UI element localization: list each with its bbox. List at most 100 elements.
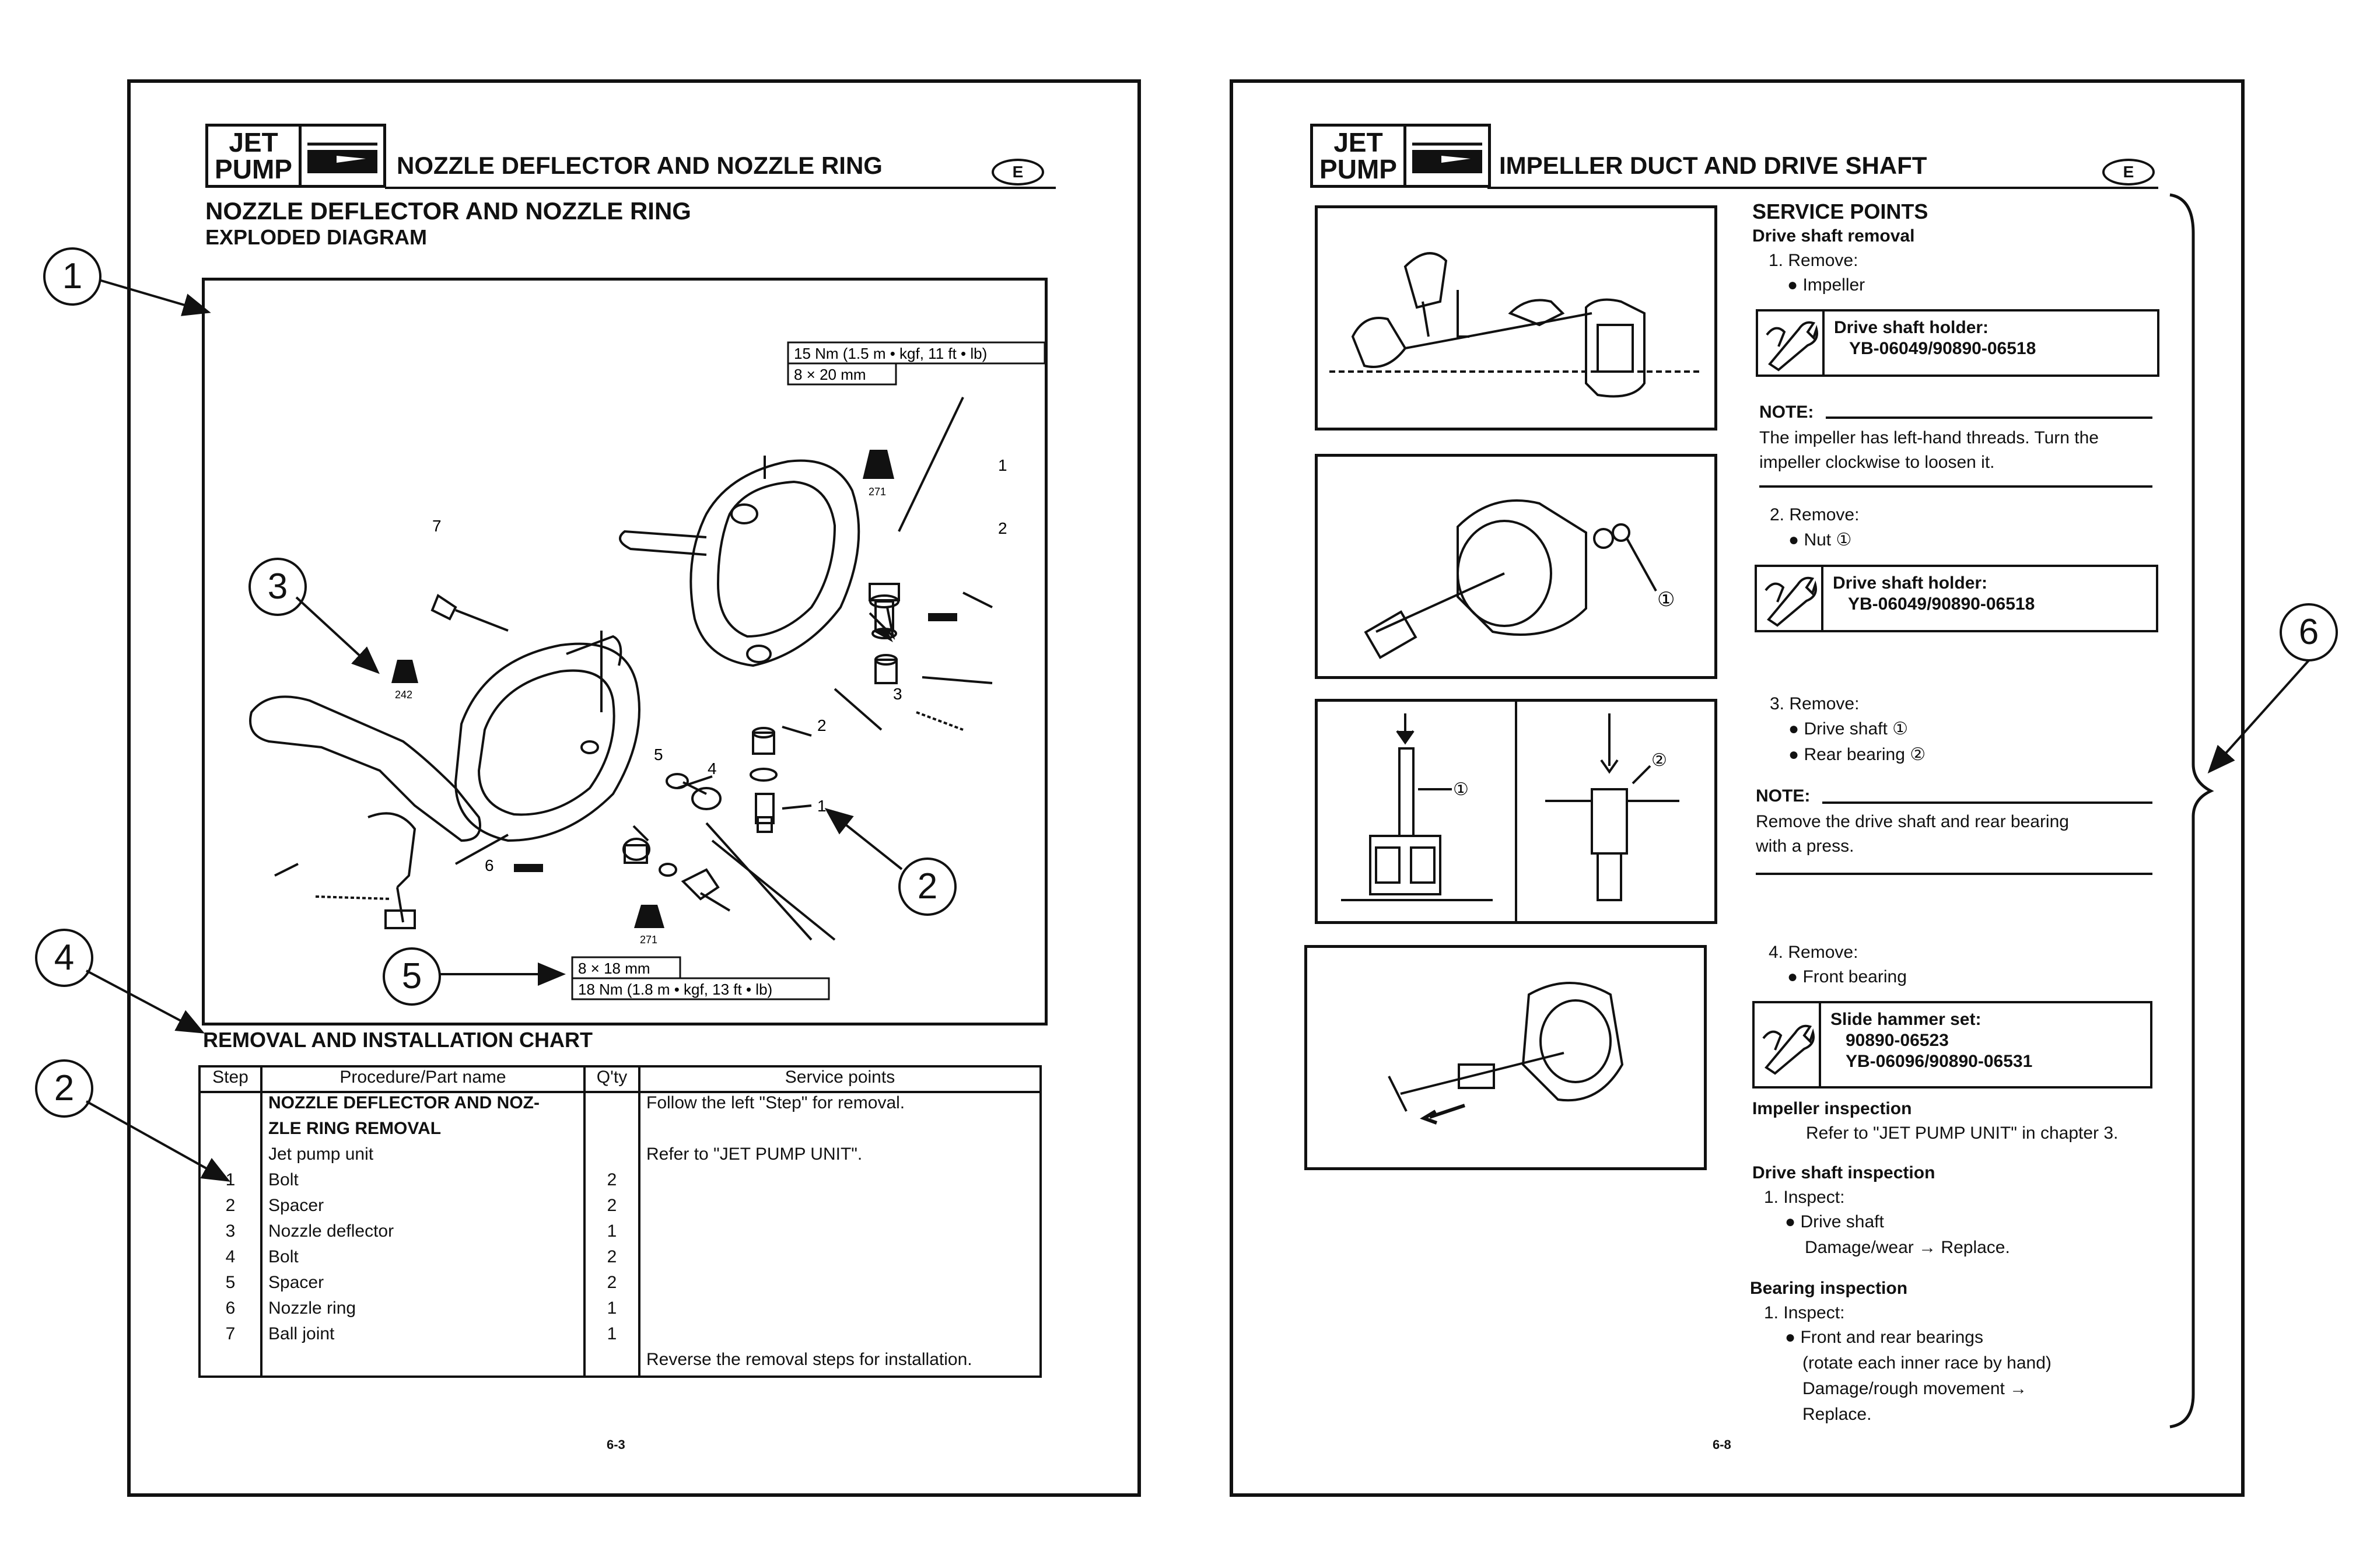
table-row: Jet pump unit Refer to "JET PUMP UNIT". [198,1144,1042,1170]
ds-inspect: 1. Inspect: [1764,1188,1845,1207]
tool3-pn1: 90890-06523 [1846,1031,1949,1050]
note1-text-1: The impeller has left-hand threads. Turn… [1759,428,2099,447]
right-header-title: IMPELLER DUCT AND DRIVE SHAFT [1499,152,1927,179]
jet-pump-icon [307,142,377,173]
drive-shaft-removal-heading: Drive shaft removal [1752,226,1915,246]
tool-box-drive-shaft-holder-1: Drive shaft holder:YB-06049/90890-06518 [1756,309,2159,377]
step1-item: ● Impeller [1787,275,1865,295]
removal-installation-chart: Step Procedure/Part name Q'ty Service po… [198,1065,1042,1378]
b-result-2: Replace. [1802,1405,1872,1424]
left-page-number: 6-3 [607,1437,625,1452]
left-subtitle: EXPLODED DIAGRAM [205,225,428,249]
exploded-diagram-drawing: 15 Nm (1.5 m • kgf, 11 ft • lb) 8 × 20 m… [249,341,1046,1000]
impeller-inspection-ref: Refer to "JET PUMP UNIT" in chapter 3. [1806,1124,2119,1143]
e-badge-left: E [992,159,1044,186]
part-number-3: 3 [893,685,902,703]
left-header-rule [385,187,1056,189]
part-number-1-mid: 1 [817,797,827,815]
note1-label: NOTE: [1759,402,1814,422]
note1-rule-top [1826,416,2152,419]
right-brace [2169,193,2214,1429]
callout-1: 1 [43,247,101,306]
tool2-name: Drive shaft holder: [1833,573,1988,593]
torque-top-2: 8 × 20 mm [794,366,866,383]
step3-text: 3. Remove: [1770,694,1860,713]
step2-text: 2. Remove: [1770,505,1860,524]
torque-bottom-1: 8 × 18 mm [578,960,650,977]
callout-2-diagram: 2 [898,858,957,916]
header-service-points: Service points [638,1065,1042,1093]
bearing-inspection-heading: Bearing inspection [1750,1279,1908,1298]
table-row: 3 Nozzle deflector 1 [198,1222,1042,1247]
tool2-pn: YB-06049/90890-06518 [1848,594,2035,614]
header-step: Step [198,1065,262,1093]
note2-rule-top [1822,802,2152,804]
table-row: 2 Spacer 2 [198,1196,1042,1222]
slide-hammer-illustration [1388,982,1624,1125]
e-badge-right: E [2102,159,2155,186]
ds-item: ● Drive shaft [1785,1212,1884,1231]
header-procedure: Procedure/Part name [260,1065,586,1093]
b-item: ● Front and rear bearings [1785,1328,1983,1347]
table-row: 5 Spacer 2 [198,1273,1042,1298]
tool3-pn2: YB-06096/90890-06531 [1846,1052,2033,1071]
step3-item-1: ● Drive shaft ① [1788,719,1909,738]
loctite-242: 242 [395,689,412,701]
loctite-271-b: 271 [640,934,657,946]
b-result-1: Damage/rough movement → [1802,1379,2028,1398]
step2-item: ● Nut ① [1788,530,1852,550]
table-row: 7 Ball joint 1 [198,1324,1042,1350]
table-row: ZLE RING REMOVAL [198,1119,1042,1144]
press-illustration: ① ② [1341,702,1679,921]
photo3-label-1: ① [1453,779,1469,800]
part-number-2-top: 2 [998,519,1007,537]
impeller-inspection-heading: Impeller inspection [1752,1099,1912,1118]
table-row: Reverse the removal steps for installati… [198,1350,1042,1378]
torque-bottom-2: 18 Nm (1.8 m • kgf, 13 ft • lb) [578,981,772,998]
table-row: 6 Nozzle ring 1 [198,1298,1042,1324]
jet-pump-icon [1412,142,1482,173]
photo3-label-2: ② [1651,750,1667,771]
tool3-name: Slide hammer set: [1830,1010,1982,1029]
photo-slide-hammer [1304,945,1707,1170]
chart-title: REMOVAL AND INSTALLATION CHART [203,1028,593,1052]
impeller-removal-illustration [1329,252,1703,398]
note2-text-2: with a press. [1756,836,1854,856]
ds-result: Damage/wear → Replace. [1805,1238,2010,1257]
photo-impeller-removal [1315,205,1717,430]
note2-text-1: Remove the drive shaft and rear bearing [1756,812,2069,831]
callout-4: 4 [35,929,93,987]
callout-5: 5 [383,947,441,1006]
table-row: 4 Bolt 2 [198,1247,1042,1273]
table-row: 1 Bolt 2 [198,1170,1042,1196]
tool-wrench-icon [1766,321,1818,372]
step4-item: ● Front bearing [1787,967,1907,986]
right-header-rule [1487,187,2158,189]
part-number-1-top: 1 [998,456,1007,474]
tool-box-drive-shaft-holder-2: Drive shaft holder:YB-06049/90890-06518 [1755,565,2158,632]
photo2-label: ① [1657,588,1675,611]
torque-top-1: 15 Nm (1.5 m • kgf, 11 ft • lb) [794,345,987,362]
chart-header-row: Step Procedure/Part name Q'ty Service po… [198,1065,1042,1093]
note2-rule-bottom [1756,873,2152,875]
part-number-6: 6 [485,856,494,874]
b-note: (rotate each inner race by hand) [1802,1353,2052,1373]
part-number-4: 4 [708,760,717,778]
header-qty: Q'ty [583,1065,640,1093]
left-header-title: NOZZLE DEFLECTOR AND NOZZLE RING [397,152,883,179]
service-points-heading: SERVICE POINTS [1752,200,1928,223]
photo-nut-removal: ① [1315,454,1717,679]
right-page-number: 6-8 [1713,1437,1731,1452]
b-inspect: 1. Inspect: [1764,1303,1845,1322]
step4-text: 4. Remove: [1769,943,1858,962]
left-section-title: NOZZLE DEFLECTOR AND NOZZLE RING [205,197,691,225]
note2-label: NOTE: [1756,786,1811,806]
drive-shaft-inspection-heading: Drive shaft inspection [1752,1163,1935,1182]
tool1-pn: YB-06049/90890-06518 [1849,339,2036,358]
step1-text: 1. Remove: [1769,251,1858,270]
callout-2-table: 2 [35,1059,93,1118]
callout-6-arrow [2207,658,2311,774]
step3-item-2: ● Rear bearing ② [1788,745,1926,764]
